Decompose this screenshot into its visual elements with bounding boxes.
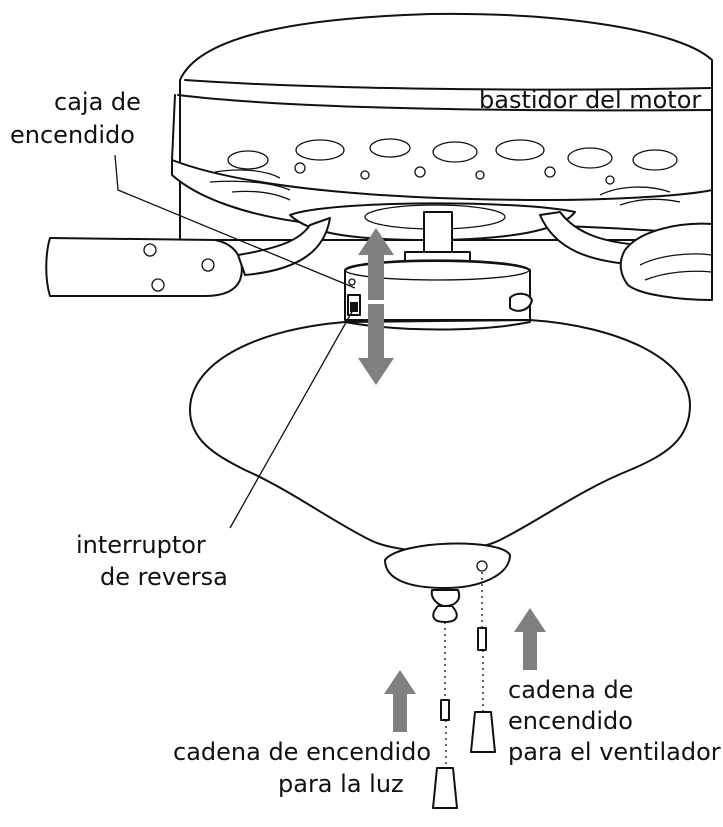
label-fan-chain-1: cadena de	[508, 676, 633, 704]
label-light-chain-2: para la luz	[278, 770, 404, 798]
fan-chain[interactable]	[470, 572, 496, 753]
light-chain[interactable]	[432, 622, 458, 809]
label-reverse-switch-2: de reversa	[100, 563, 228, 591]
label-light-chain-1: cadena de encendido	[173, 738, 431, 766]
left-fan-blade	[45, 237, 243, 297]
leader-lines	[114, 154, 356, 529]
up-arrow-icon-fan-chain	[514, 608, 546, 670]
motor-housing	[171, 12, 713, 241]
label-switch-housing-1: caja de	[54, 88, 141, 116]
downrod	[404, 211, 471, 263]
labels: caja de encendido bastidor del motor int…	[10, 86, 721, 798]
label-motor-housing: bastidor del motor	[479, 86, 701, 114]
finial-cap	[384, 542, 511, 623]
label-fan-chain-2: encendido	[508, 707, 633, 735]
motor-vents	[209, 138, 681, 206]
blade-arms	[237, 211, 641, 276]
label-reverse-switch-1: interruptor	[76, 531, 206, 559]
up-arrow-icon-light-chain	[384, 670, 416, 732]
up-down-arrow-icon	[358, 228, 394, 385]
label-fan-chain-3: para el ventilador	[508, 738, 721, 766]
switch-housing	[344, 259, 533, 321]
label-switch-housing-2: encendido	[10, 121, 135, 149]
right-fan-blade	[619, 222, 713, 301]
light-bowl	[189, 319, 691, 553]
